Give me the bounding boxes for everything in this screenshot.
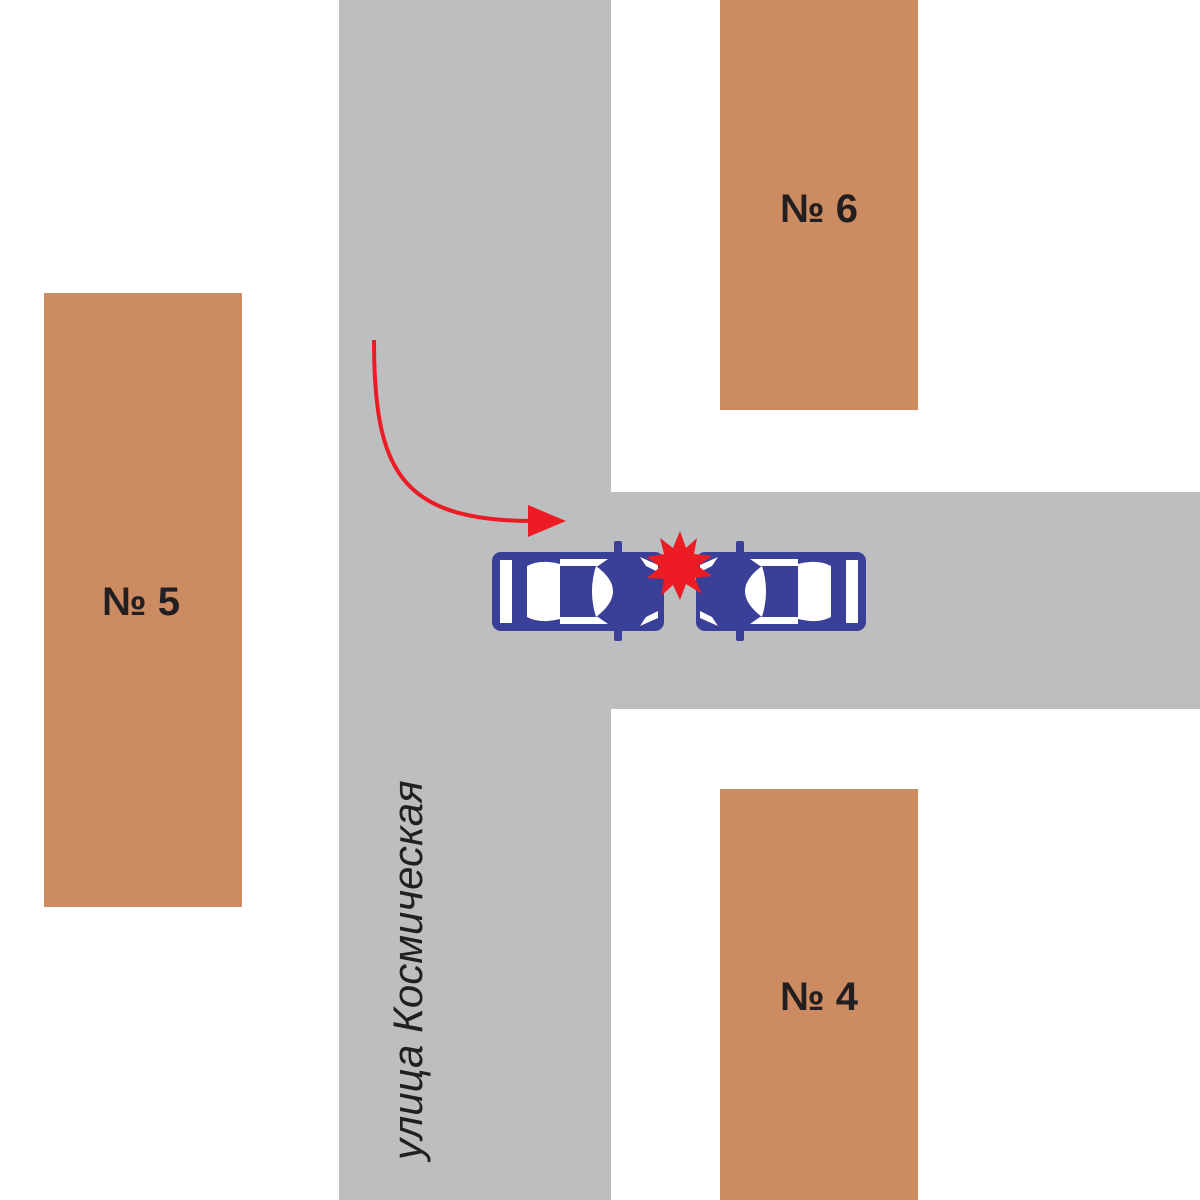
building-4-label: № 4 — [780, 975, 859, 1019]
impact-burst — [647, 531, 712, 600]
building-6-label: № 6 — [780, 187, 858, 231]
arrow-head — [528, 505, 566, 537]
building-4-block — [720, 789, 918, 1200]
building-4: № 4 — [720, 789, 918, 1200]
car-top-view-icon — [492, 541, 664, 641]
arrow-path — [372, 339, 531, 523]
building-5: № 5 — [44, 293, 242, 907]
building-6: № 6 — [720, 0, 918, 410]
building-6-block — [720, 0, 918, 410]
car-right — [696, 541, 866, 641]
turn-right-arrow-icon — [372, 339, 566, 537]
car-left — [492, 541, 664, 641]
car-top-view-icon — [696, 541, 866, 641]
collision-star-icon — [647, 531, 712, 600]
building-5-label: № 5 — [102, 580, 180, 624]
building-5-block — [44, 293, 242, 907]
street-name-label: улица Космическая — [384, 780, 431, 1163]
